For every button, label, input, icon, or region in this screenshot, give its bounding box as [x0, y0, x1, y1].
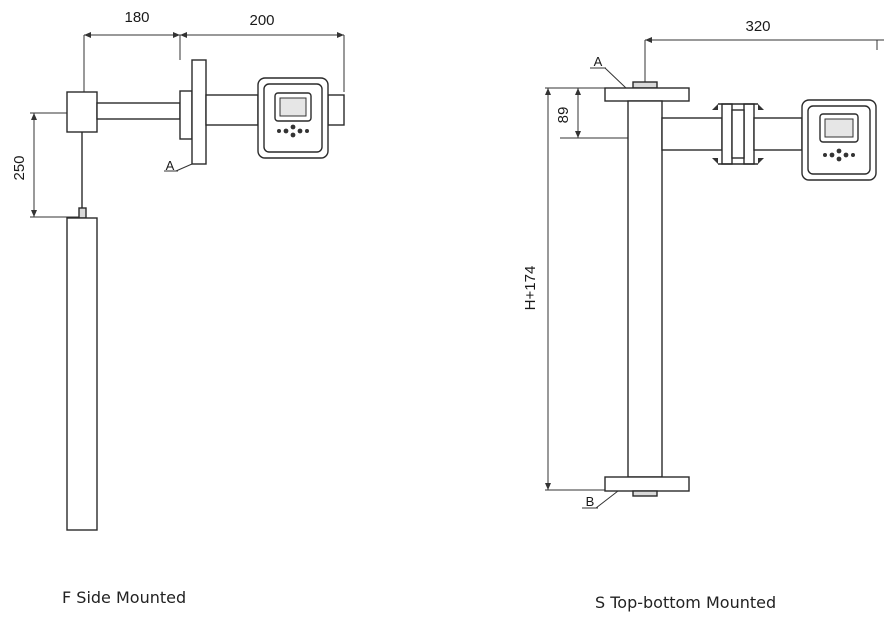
label-a-top-text: A — [594, 54, 603, 69]
bottom-nozzle — [632, 490, 658, 497]
dim-89-text: 89 — [555, 107, 572, 124]
label-a-side: A — [164, 158, 193, 173]
dim-250: 250 — [11, 112, 82, 218]
label-b-text: B — [586, 494, 595, 509]
dim-h174-text: H+174 — [522, 266, 539, 311]
transmitter-head-top-bottom — [801, 99, 877, 181]
dim-250-text: 250 — [11, 155, 28, 180]
label-a-top: A — [590, 54, 627, 89]
top-flange — [604, 87, 690, 102]
dim-h174: H+174 — [522, 87, 605, 491]
top-nozzle — [632, 81, 658, 89]
top-bottom-assembly: 320 89 H+174 — [522, 18, 884, 509]
side-mounted-assembly: 180 200 250 — [11, 9, 345, 531]
dim-320-text: 320 — [745, 18, 770, 35]
caption-top-bottom-mounted: S Top-bottom Mounted — [595, 593, 777, 612]
dim-180-text: 180 — [124, 9, 149, 26]
side-arm — [661, 117, 723, 151]
flange-inner — [179, 90, 193, 140]
dim-200: 200 — [180, 12, 345, 92]
level-probe — [66, 217, 98, 531]
caption-side-mounted: F Side Mounted — [62, 588, 187, 607]
dim-200-text: 200 — [249, 12, 274, 29]
chamber-tube — [627, 100, 663, 478]
flange-plate — [191, 59, 207, 165]
dim-180: 180 — [83, 9, 181, 92]
label-b-bottom: B — [582, 490, 619, 509]
cable-gland — [78, 207, 87, 219]
dim-89: 89 — [555, 87, 628, 139]
transmitter-head-side — [257, 77, 329, 159]
horizontal-arm — [96, 102, 181, 120]
label-a-text: A — [166, 158, 175, 173]
dim-320: 320 — [644, 18, 884, 84]
clamp-flange — [712, 103, 764, 165]
arm-extension — [205, 94, 259, 126]
housing-back — [327, 94, 345, 126]
bottom-flange — [604, 476, 690, 492]
junction-box — [66, 91, 98, 133]
side-arm-outer — [753, 117, 803, 151]
